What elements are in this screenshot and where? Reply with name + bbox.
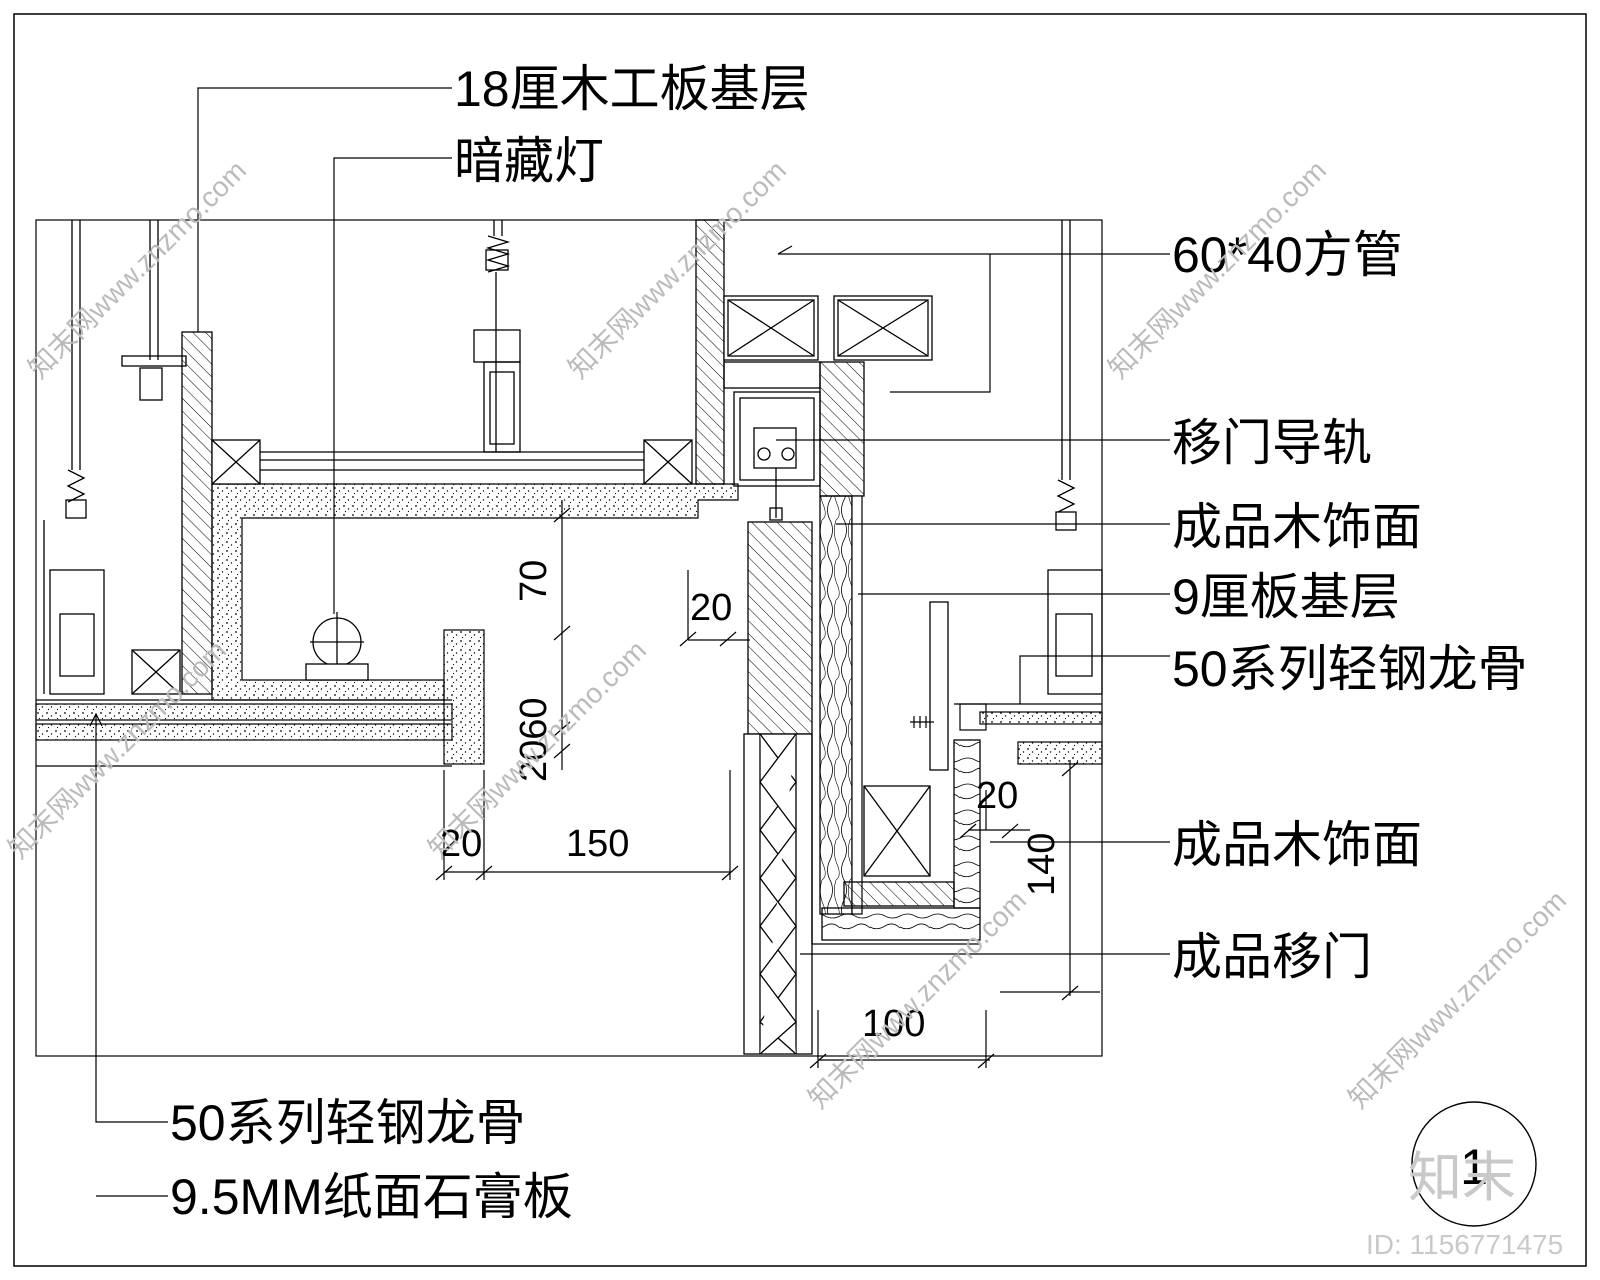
watermark-text: 知末网www.znzmo.com [2,634,232,864]
dimension-lines [435,500,1100,1069]
dim-2060: 2060 [513,697,555,782]
wood-finish-vertical [819,495,853,915]
label-9mm-base: 9厘板基层 [1172,569,1400,625]
plywood-18-vertical [181,331,213,695]
door-leaf [743,733,813,1055]
dim-150: 150 [566,823,629,865]
detail-marker-number: 1 [1460,1139,1488,1195]
id-watermark: ID: 1156771475 [1366,1229,1563,1260]
page-border [13,13,1587,1267]
base-9-vertical [851,495,863,915]
dim-100: 100 [862,1003,925,1045]
finish-plywood-vertical [819,361,865,497]
upper-frame [211,439,693,485]
middle-hanger-assembly [473,220,521,453]
detail-marker-circle [1411,1101,1537,1227]
ceiling-return [443,629,485,765]
hidden-light-fixture [305,612,369,681]
right-hanger-assembly [1047,220,1103,695]
label-hidden-light: 暗藏灯 [454,133,604,189]
dim-20-return: 20 [440,823,482,865]
dim-140: 140 [1021,833,1063,896]
pocket-frame [811,601,980,945]
label-sliding-door: 成品移门 [1172,929,1372,985]
light-trough-board [211,483,739,701]
door-head-wood [747,521,813,735]
label-door-rail: 移门导轨 [1172,415,1372,471]
wood-block-left [131,649,181,695]
label-wood-finish-upper: 成品木饰面 [1172,499,1422,555]
watermark-text: 知末网www.znzmo.com [1342,884,1572,1114]
gypsum-layer-2 [35,723,453,741]
right-wall-plywood [695,219,725,485]
watermark-text: 知末网www.znzmo.com [22,154,252,384]
label-steel-keel-right: 50系列轻钢龙骨 [1172,641,1528,697]
square-tube-left [723,295,819,361]
dim-20-door: 20 [690,587,732,629]
sliding-rail-channel [723,361,821,521]
label-square-tube: 60*40方管 [1172,227,1403,283]
dim-20-trim: 20 [976,775,1018,817]
wood-trim-base [821,907,981,941]
label-wood-finish-lower: 成品木饰面 [1172,817,1422,873]
label-18mm-plywood-base: 18厘木工板基层 [454,61,810,117]
wood-trim-side [953,739,981,909]
dim-70: 70 [513,560,555,602]
label-steel-keel-bottom: 50系列轻钢龙骨 [170,1095,526,1151]
leader-lines [89,87,1170,1197]
left-hanger-assembly [43,220,105,695]
square-tube-right [833,295,933,361]
right-ceiling [910,703,1103,765]
label-gypsum-board: 9.5MM纸面石膏板 [170,1169,573,1225]
brand-watermark: 知末 [1408,1146,1516,1209]
